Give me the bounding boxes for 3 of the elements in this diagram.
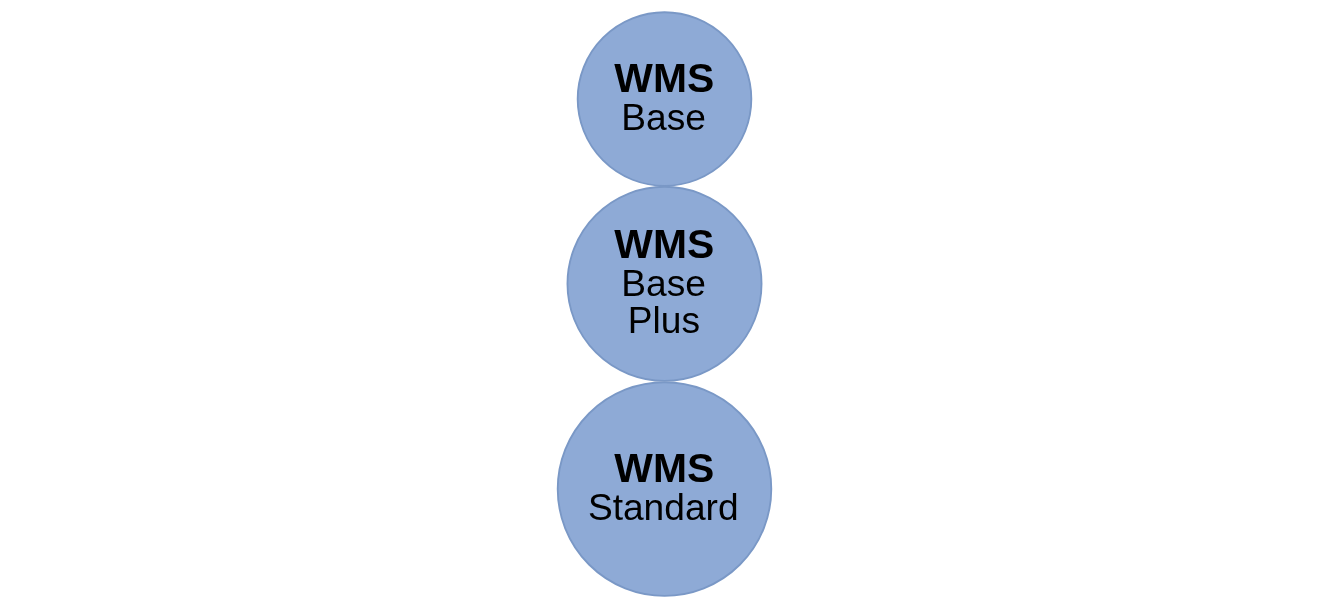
node-circle: WMS Standard bbox=[556, 381, 772, 597]
node-circle: WMS Base bbox=[576, 11, 752, 187]
node-circle: WMS Base Plus bbox=[566, 185, 762, 382]
